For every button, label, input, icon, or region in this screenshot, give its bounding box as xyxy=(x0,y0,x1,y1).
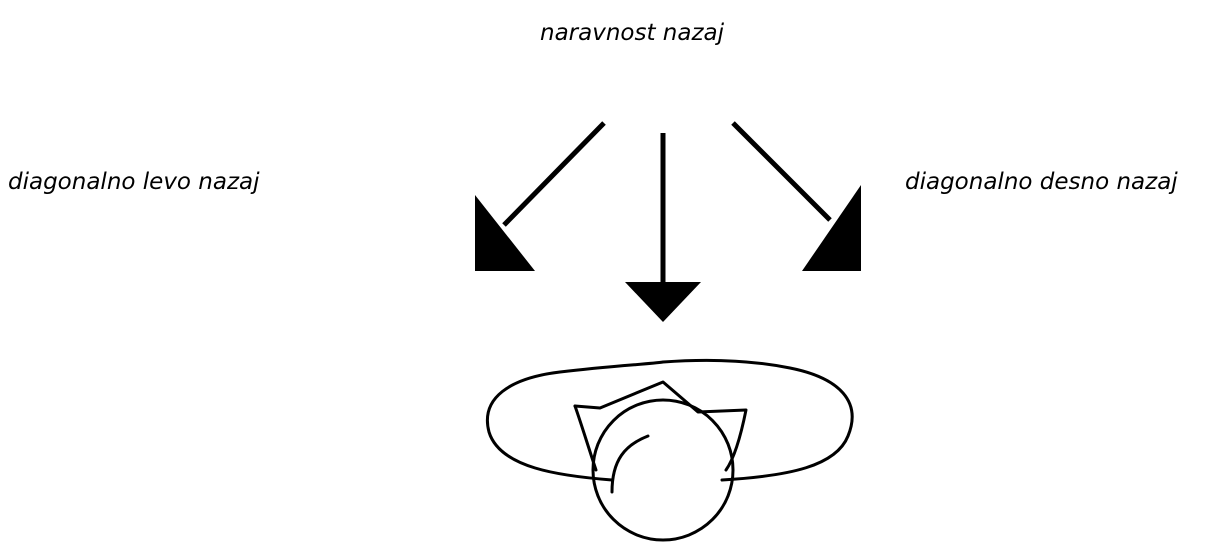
collar-outline xyxy=(573,380,748,472)
person-top-view-icon xyxy=(486,358,854,542)
arrow-diagonal-right-back-shaft xyxy=(731,121,832,222)
arrow-diagonal-right-back xyxy=(731,121,861,271)
arrow-diagonal-left-back xyxy=(475,121,606,271)
head-outline xyxy=(591,398,735,542)
shoulders-outline xyxy=(486,358,854,482)
label-diagonal-left-back: diagonalno levo nazaj xyxy=(8,169,260,195)
arrow-diagonal-right-back-head xyxy=(802,185,861,271)
arrow-straight-back xyxy=(625,133,701,322)
head-part-line xyxy=(610,434,650,494)
arrow-diagonal-left-back-head xyxy=(475,195,535,271)
arrow-straight-back-head xyxy=(625,282,701,322)
arrow-diagonal-left-back-shaft xyxy=(502,121,606,227)
label-straight-back: naravnost nazaj xyxy=(540,20,725,46)
label-diagonal-right-back: diagonalno desno nazaj xyxy=(905,169,1178,195)
